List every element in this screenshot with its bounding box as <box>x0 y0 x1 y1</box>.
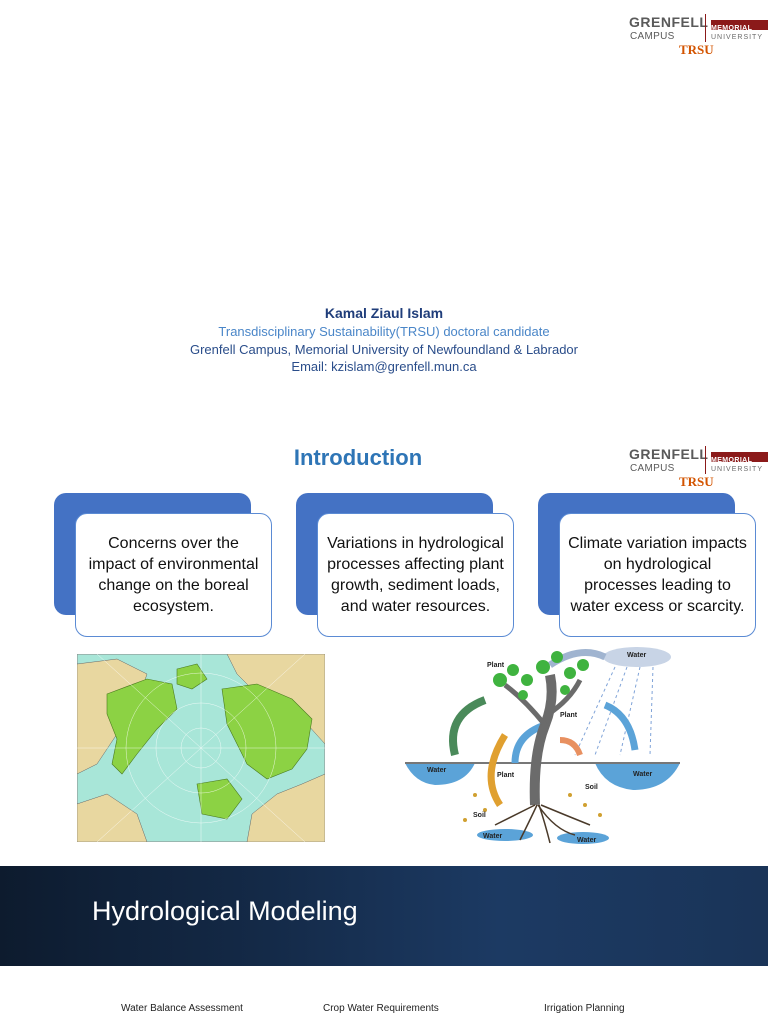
label-plant-top: Plant <box>487 662 505 669</box>
logo-divider <box>705 14 706 42</box>
label-water-left: Water <box>427 767 446 774</box>
logo-memorial-text: MEMORIAL <box>711 457 753 464</box>
hydro-item-irrigation: Irrigation Planning <box>544 1003 625 1014</box>
logo-university-text: UNIVERSITY <box>711 34 764 41</box>
card-2-text: Variations in hydrological processes aff… <box>327 535 504 615</box>
card-3-text: Climate variation impacts on hydrologica… <box>568 535 747 615</box>
author-email: Email: kzislam@grenfell.mun.ca <box>291 359 477 374</box>
label-soil-left: Soil <box>473 812 486 819</box>
hydro-item-water-balance: Water Balance Assessment <box>121 1003 243 1014</box>
author-role: Transdisciplinary Sustainability(TRSU) d… <box>218 324 550 339</box>
logo-trsu-text: TRSU <box>679 42 714 57</box>
boreal-map <box>77 654 325 842</box>
logo-university-text: UNIVERSITY <box>711 466 764 473</box>
author-name: Kamal Ziaul Islam <box>324 305 444 321</box>
label-soil-right: Soil <box>585 784 598 791</box>
logo-grenfell-text: GRENFELL <box>629 446 709 462</box>
label-water-sky: Water <box>627 652 646 659</box>
card-2: Variations in hydrological processes aff… <box>317 513 514 637</box>
label-water-bottom-right: Water <box>577 837 596 844</box>
hydro-banner <box>0 866 768 966</box>
logo-campus-text: CAMPUS <box>630 463 675 474</box>
logo-top: GRENFELL CAMPUS MEMORIAL UNIVERSITY TRSU <box>629 14 768 64</box>
introduction-title: Introduction <box>293 445 423 470</box>
cloud-icon <box>603 647 671 667</box>
water-pool-right <box>595 763 680 790</box>
author-affiliation: Grenfell Campus, Memorial University of … <box>189 342 578 357</box>
label-plant-low: Plant <box>497 772 515 779</box>
logo-campus-text: CAMPUS <box>630 31 675 42</box>
logo-trsu-text: TRSU <box>679 474 714 489</box>
label-water-right: Water <box>633 771 652 778</box>
card-1: Concerns over the impact of environmenta… <box>75 513 272 637</box>
water-cycle-diagram: Plant Plant Plant Water Water Water Soil… <box>405 647 680 844</box>
card-3: Climate variation impacts on hydrologica… <box>559 513 756 637</box>
card-1-text: Concerns over the impact of environmenta… <box>88 535 259 615</box>
memorial-flag-icon <box>711 20 768 30</box>
label-water-bottom-left: Water <box>483 833 502 840</box>
label-plant-mid: Plant <box>560 712 578 719</box>
hydro-title: Hydrological Modeling <box>92 896 358 926</box>
water-pool-left <box>405 763 475 785</box>
logo-grenfell-text: GRENFELL <box>629 14 709 30</box>
logo-divider <box>705 446 706 474</box>
memorial-flag-icon <box>711 452 768 462</box>
logo-intro: GRENFELL CAMPUS MEMORIAL UNIVERSITY TRSU <box>629 446 768 496</box>
hydro-item-crop-water: Crop Water Requirements <box>323 1003 439 1014</box>
logo-memorial-text: MEMORIAL <box>711 25 753 32</box>
